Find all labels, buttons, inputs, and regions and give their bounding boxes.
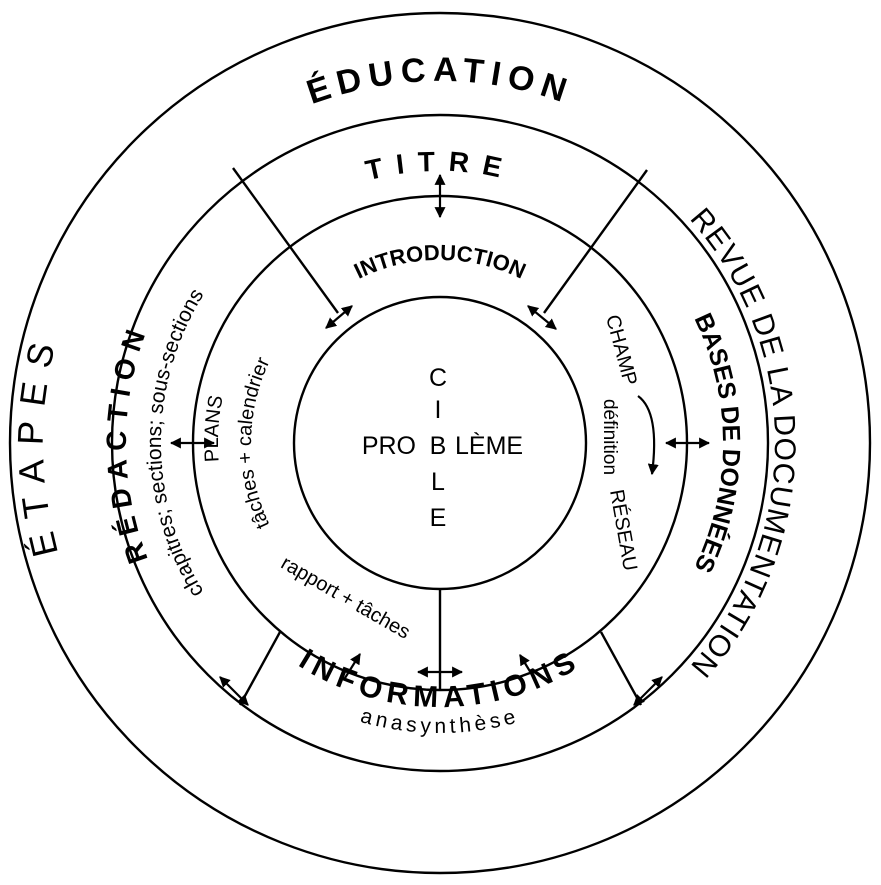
label-plans-sub: tâches + calendrier	[234, 354, 274, 533]
divider-top-right	[543, 169, 648, 314]
arrow-info-left-up	[344, 653, 361, 679]
label-etapes: ÉTAPES	[10, 325, 66, 561]
arrow-info-right-up	[519, 654, 535, 679]
center-problem-cible: PRO B LÈME C I L E	[362, 364, 523, 532]
arrow-bottom-left	[219, 676, 249, 706]
arrow-bottom-right	[633, 676, 663, 706]
middle-circle	[110, 113, 770, 773]
label-education: ÉDUCATION	[302, 51, 578, 112]
divider-bottom-left	[238, 631, 282, 706]
center-c: C	[429, 364, 447, 392]
center-e: E	[430, 504, 447, 532]
center-i: I	[435, 396, 442, 424]
label-introduction: INTRODUCTION	[350, 240, 530, 284]
center-leme: LÈME	[455, 431, 523, 460]
label-reseau: RÉSEAU	[605, 488, 642, 573]
center-b: B	[430, 432, 447, 460]
label-definition: définition	[599, 399, 620, 475]
label-plans: PLANS	[201, 394, 228, 463]
center-pro: PRO	[362, 432, 416, 460]
label-rapport: rapport + tâches	[277, 552, 414, 644]
arrow-right-diagonal	[527, 305, 557, 330]
arrow-left-diagonal	[325, 305, 353, 329]
divider-top-left	[232, 167, 339, 314]
label-champ: CHAMP	[601, 313, 641, 388]
divider-bottom-right	[599, 631, 643, 706]
arrow-champ-reseau	[637, 395, 659, 476]
center-l: L	[431, 468, 445, 496]
outer-circle	[8, 11, 872, 875]
